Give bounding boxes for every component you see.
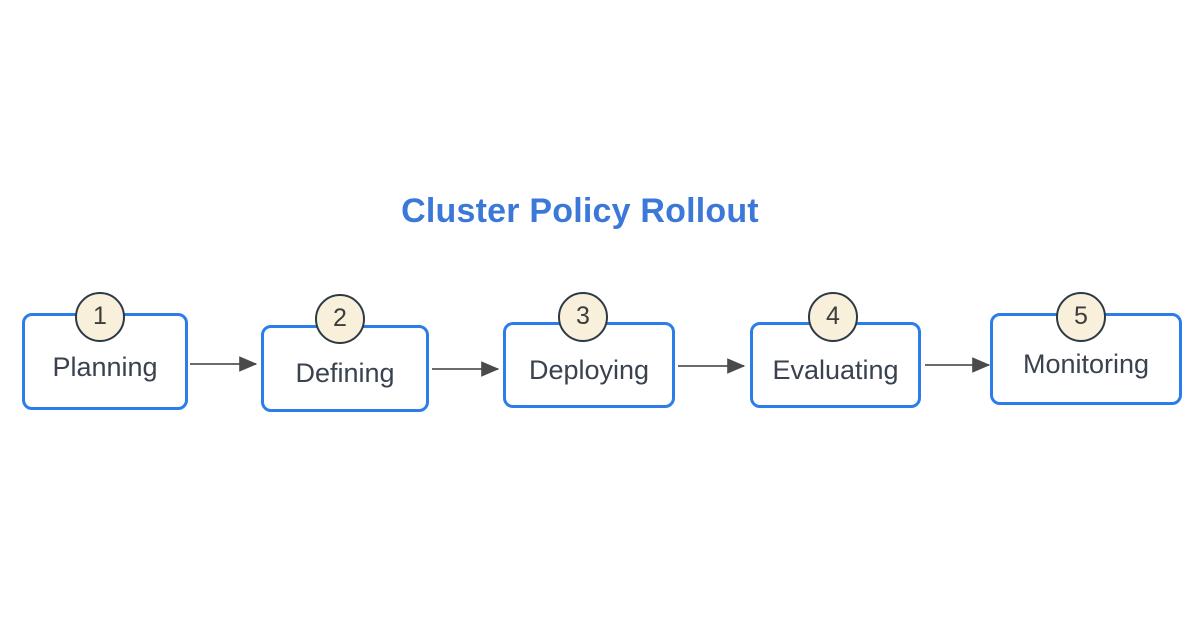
step-node-deploying-label: Deploying	[528, 355, 650, 385]
step-node-planning-label: Planning	[52, 352, 158, 382]
step-node-defining-label: Defining	[295, 358, 395, 388]
step-node-monitoring-label: Monitoring	[1022, 349, 1150, 379]
step-badge-1: 1	[75, 292, 125, 342]
step-node-evaluating-label: Evaluating	[772, 355, 899, 385]
step-badge-4: 4	[808, 292, 858, 342]
step-badge-2: 2	[315, 294, 365, 344]
step-badge-3: 3	[558, 292, 608, 342]
diagram-title: Cluster Policy Rollout	[401, 192, 759, 230]
step-badge-5: 5	[1056, 292, 1106, 342]
